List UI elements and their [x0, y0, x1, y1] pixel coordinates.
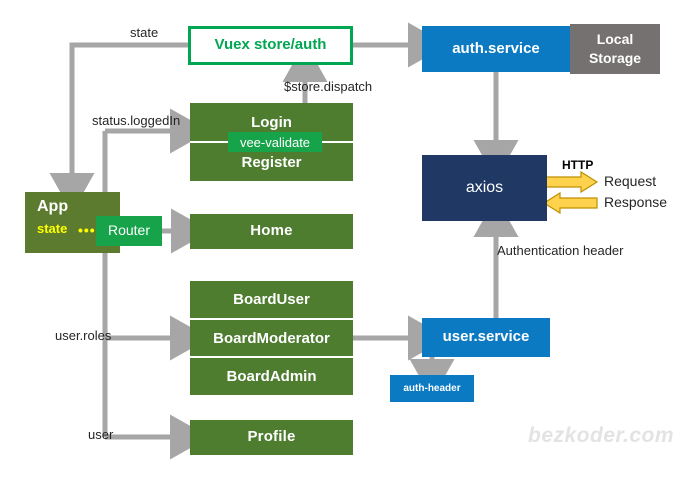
- board-user-row: BoardUser: [190, 281, 353, 318]
- local-storage-box: Local Storage: [570, 24, 660, 74]
- axios-box: axios: [422, 155, 547, 221]
- label-state: state: [130, 25, 159, 40]
- app-state-label: state: [37, 220, 68, 236]
- axios-label: axios: [465, 179, 504, 197]
- auth-service-box: auth.service: [422, 26, 570, 72]
- profile-label: Profile: [247, 428, 296, 446]
- board-admin-row: BoardAdmin: [190, 356, 353, 395]
- home-box: Home: [190, 214, 353, 249]
- register-label: Register: [241, 153, 302, 171]
- board-moderator-row: BoardModerator: [190, 317, 353, 357]
- login-row: Login: [190, 103, 353, 141]
- board-moderator-label: BoardModerator: [213, 329, 330, 347]
- label-request: Request: [604, 173, 657, 189]
- vee-validate-label: vee-validate: [239, 134, 311, 150]
- board-admin-label: BoardAdmin: [226, 368, 317, 386]
- board-views-stack: BoardUser BoardModerator BoardAdmin: [190, 281, 353, 395]
- label-authentication-header: Authentication header: [497, 243, 624, 258]
- home-label: Home: [250, 222, 293, 240]
- label-store-dispatch: $store.dispatch: [284, 79, 373, 94]
- router-box: Router: [96, 216, 162, 246]
- router-label: Router: [107, 222, 151, 239]
- user-service-label: user.service: [442, 328, 530, 346]
- vee-validate-chip: vee-validate: [228, 132, 322, 152]
- label-status-loggedin: status.loggedIn: [92, 113, 181, 128]
- app-title: App: [37, 198, 69, 215]
- auth-header-box: auth-header: [390, 375, 474, 402]
- label-user: user: [88, 427, 114, 442]
- label-http: HTTP: [562, 158, 594, 172]
- vuex-store-label: Vuex store/auth: [214, 36, 327, 54]
- user-service-box: user.service: [422, 318, 550, 357]
- local-storage-line1: Local: [596, 31, 634, 48]
- login-label: Login: [251, 113, 292, 131]
- label-response: Response: [604, 194, 668, 210]
- board-user-label: BoardUser: [233, 290, 310, 308]
- vuex-store-box: Vuex store/auth: [188, 26, 353, 65]
- auth-service-label: auth.service: [452, 39, 540, 57]
- local-storage-line2: Storage: [588, 50, 642, 66]
- auth-views-stack: Login Register: [190, 103, 353, 181]
- auth-header-label: auth-header: [403, 383, 461, 394]
- watermark: bezkoder.com: [528, 424, 675, 447]
- dotted-line: •••: [78, 222, 96, 238]
- profile-box: Profile: [190, 420, 353, 455]
- label-user-roles: user.roles: [55, 328, 112, 343]
